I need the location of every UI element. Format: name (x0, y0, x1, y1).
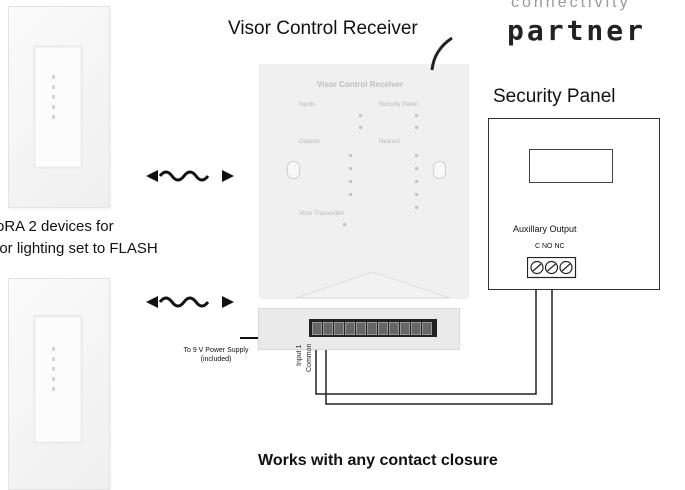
led-indicator (52, 105, 55, 109)
devices-text-line2: ior lighting set to FLASH (0, 240, 158, 257)
rf-wave-icon (146, 170, 234, 182)
wire-label-input: Input 1 (296, 344, 303, 366)
terminal-screw (356, 322, 366, 335)
led-indicator (415, 180, 418, 183)
power-supply-label: To 9 V Power Supply (included) (170, 346, 262, 364)
dimmer-paddle (33, 315, 83, 444)
receiver-section-label: Visor Transmitter (299, 211, 345, 217)
led-indicator (359, 114, 362, 117)
led-indicator (343, 223, 346, 226)
terminal-screw (378, 322, 388, 335)
terminal-screw (334, 322, 344, 335)
mounting-hole (433, 161, 446, 179)
led-indicator (349, 154, 352, 157)
led-indicator (415, 193, 418, 196)
led-indicator (415, 126, 418, 129)
led-indicator (52, 357, 55, 361)
terminals-label: C NO NC (535, 243, 565, 250)
aux-output-label: Auxillary Output (513, 224, 577, 234)
led-indicator (415, 167, 418, 170)
terminal-screw (400, 322, 410, 335)
power-supply-line2: (included) (200, 356, 232, 363)
led-indicator (52, 115, 55, 119)
receiver-device-label: Visor Control Receiver (317, 80, 404, 89)
terminal-screw (422, 322, 432, 335)
brand-tagline: connectivity (511, 0, 631, 11)
zoom-callout (295, 271, 451, 299)
dimmer-switch-bottom (8, 278, 110, 490)
wire-label-common: Common (306, 343, 313, 372)
receiver-section-label: Security Panel (379, 102, 418, 108)
receiver-section-label: Outputs (299, 139, 321, 145)
caption: Works with any contact closure (258, 452, 498, 469)
terminal-block (258, 308, 460, 350)
receiver-section-label: Inputs (299, 102, 316, 108)
devices-text-line1: oRA 2 devices for (0, 218, 114, 235)
led-indicator (359, 126, 362, 129)
led-indicator (52, 347, 55, 351)
terminal-screw (367, 322, 377, 335)
terminal-screw (312, 322, 322, 335)
aux-terminal-block (527, 257, 577, 279)
mounting-hole (287, 161, 300, 179)
led-indicator (52, 367, 55, 371)
led-indicator (52, 387, 55, 391)
terminal-screw (323, 322, 333, 335)
antenna (430, 36, 453, 71)
wiring (315, 284, 553, 405)
receiver-title: Visor Control Receiver (228, 18, 418, 39)
security-panel: Auxillary Output C NO NC (488, 118, 660, 290)
power-supply-line1: To 9 V Power Supply (183, 347, 249, 354)
dimmer-paddle (33, 45, 83, 169)
brand-logo: partner (507, 14, 647, 47)
terminal-screw (389, 322, 399, 335)
panel-display (529, 149, 613, 183)
led-indicator (349, 193, 352, 196)
led-indicator (52, 377, 55, 381)
led-indicator (415, 114, 418, 117)
led-indicator (349, 180, 352, 183)
led-indicator (349, 167, 352, 170)
terminal-strip (309, 319, 437, 337)
rf-wave-icon (146, 296, 234, 308)
led-indicator (52, 85, 55, 89)
security-panel-title: Security Panel (493, 86, 616, 107)
receiver-section-label: Nearest (379, 139, 401, 145)
led-indicator (52, 75, 55, 79)
led-indicator (415, 154, 418, 157)
receiver-device: Visor Control Receiver Inputs Security P… (259, 64, 469, 299)
terminal-screw (411, 322, 421, 335)
led-indicator (52, 95, 55, 99)
dimmer-switch-top (8, 6, 110, 208)
terminal-screw (345, 322, 355, 335)
led-indicator (415, 206, 418, 209)
